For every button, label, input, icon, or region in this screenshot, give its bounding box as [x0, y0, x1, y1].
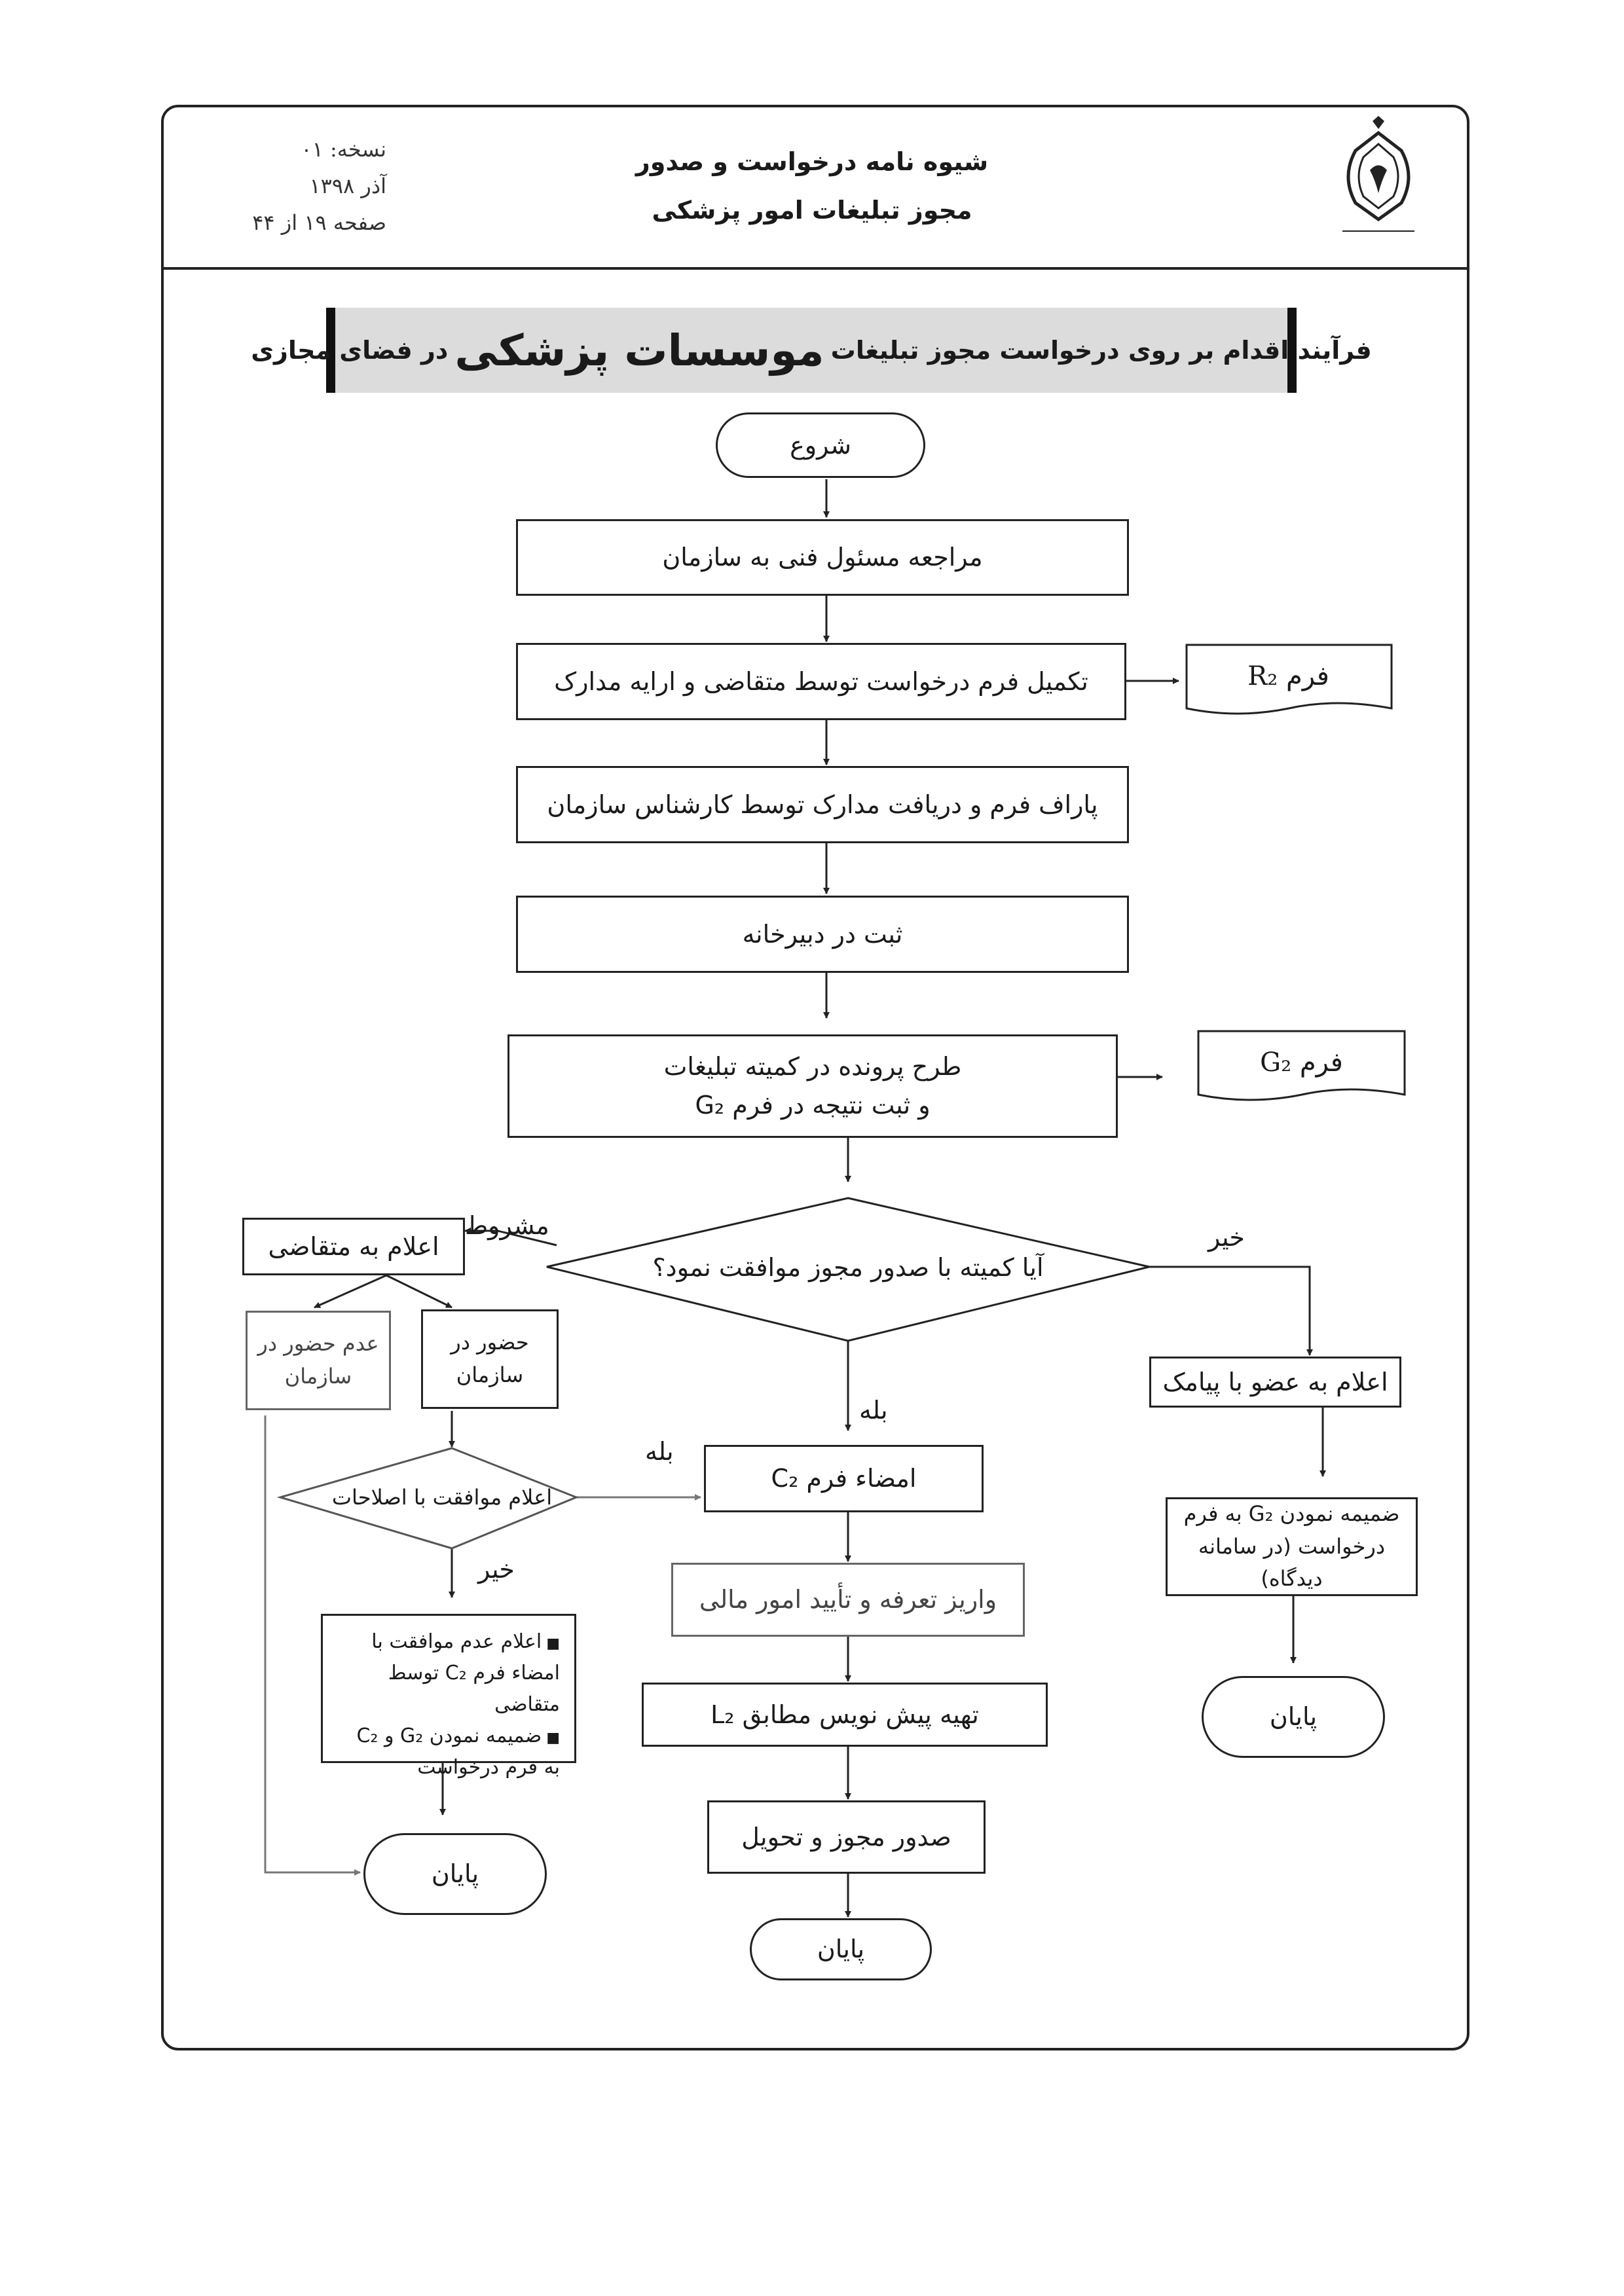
step-initial-review: پاراف فرم و دریافت مدارک توسط کارشناس سا…	[516, 766, 1129, 843]
branch-label-yes: بله	[859, 1396, 888, 1425]
end-node-center: پایان	[750, 1918, 932, 1980]
step-rejection-actions: اعلام عدم موافقت با امضاء فرم C₂ توسط مت…	[321, 1614, 576, 1779]
version-number: نسخه: ۰۱	[301, 137, 386, 162]
end-node-right-label: پایان	[1269, 1702, 1318, 1732]
end-node-left: پایان	[363, 1833, 547, 1915]
step-technical-manager-visit-label: مراجعه مسئول فنی به سازمان	[662, 543, 983, 572]
step-notify-applicant-label: اعلام به متقاضی	[268, 1231, 439, 1261]
step-notify-applicant: اعلام به متقاضی	[242, 1218, 465, 1275]
form-r2: فرم R₂	[1189, 648, 1388, 704]
step-committee-review-line-2: و ثبت نتیجه در فرم G₂	[695, 1091, 931, 1120]
start-label: شروع	[790, 430, 851, 460]
end-node-right: پایان	[1202, 1676, 1385, 1758]
step-initial-review-label: پاراف فرم و دریافت مدارک توسط کارشناس سا…	[547, 790, 1098, 819]
form-r2-label: فرم R₂	[1247, 661, 1329, 691]
title-line-1: شیوه نامه درخواست و صدور	[635, 147, 989, 176]
branch-label-conditional: مشروط	[465, 1211, 549, 1240]
title-line-2: مجوز تبلیغات امور پزشکی	[652, 196, 972, 225]
option-presence: حضور در سازمان	[421, 1309, 559, 1409]
page-frame	[161, 105, 1469, 2050]
branch-label-yes-2: بله	[645, 1437, 674, 1466]
step-sms-notify-label: اعلام به عضو با پیامک	[1162, 1367, 1388, 1396]
step-technical-manager-visit: مراجعه مسئول فنی به سازمان	[516, 519, 1129, 596]
step-committee-review: طرح پرونده در کمیته تبلیغات و ثبت نتیجه …	[507, 1034, 1118, 1138]
connector	[264, 1415, 361, 1876]
rejection-bullet-2: ضمیمه نمودن G₂ و C₂ به فرم درخواست	[337, 1721, 560, 1783]
step-issue-license-label: صدور مجوز و تحویل	[741, 1822, 951, 1851]
decision-corrections-label: اعلام موافقت با اصلاحات	[331, 1485, 553, 1510]
decision-diamond-committee	[546, 1197, 1150, 1342]
step-secretariat-registration: ثبت در دبیرخانه	[516, 896, 1129, 973]
step-sign-form-c2-label: امضاء فرم C₂	[771, 1464, 917, 1493]
decision-committee-label: آیا کمیته با صدور مجوز موافقت نمود؟	[652, 1253, 1044, 1282]
process-title-banner: فرآیند اقدام بر روی درخواست مجوز تبلیغات…	[251, 308, 1372, 393]
step-sms-notify: اعلام به عضو با پیامک	[1149, 1357, 1401, 1408]
option-absence: عدم حضور در سازمان	[246, 1311, 391, 1410]
decision-committee: آیا کمیته با صدور مجوز موافقت نمود؟	[589, 1244, 1107, 1291]
form-r2-shape	[1185, 644, 1393, 715]
connector	[1146, 1266, 1313, 1356]
step-payment-approval: واریز تعرفه و تأیید امور مالی	[671, 1563, 1025, 1637]
step-payment-approval-label: واریز تعرفه و تأیید امور مالی	[699, 1585, 997, 1614]
form-g2-label: فرم G₂	[1260, 1047, 1343, 1078]
rejection-bullet-1: اعلام عدم موافقت با امضاء فرم C₂ توسط مت…	[337, 1626, 560, 1721]
form-g2: فرم G₂	[1202, 1034, 1401, 1090]
connector	[464, 1228, 557, 1247]
step-complete-request-form-label: تکمیل فرم درخواست توسط متقاضی و ارایه مد…	[554, 666, 1088, 696]
step-sign-form-c2: امضاء فرم C₂	[704, 1445, 984, 1512]
issue-date: آذر ۱۳۹۸	[309, 173, 386, 198]
step-secretariat-registration-label: ثبت در دبیرخانه	[742, 919, 903, 949]
step-draft-l2: تهیه پیش نویس مطابق L₂	[642, 1683, 1048, 1747]
form-g2-shape	[1197, 1030, 1406, 1101]
start-node: شروع	[716, 412, 925, 478]
connector	[386, 1274, 452, 1309]
process-title-suffix: در فضای مجازی	[251, 336, 449, 365]
option-presence-label: حضور در سازمان	[451, 1330, 529, 1387]
step-attach-g2: ضمیمه نمودن G₂ به فرم درخواست (در سامانه…	[1166, 1497, 1418, 1596]
process-title-prefix: فرآیند اقدام بر روی درخواست مجوز تبلیغات	[830, 336, 1372, 365]
step-attach-g2-label: ضمیمه نمودن G₂ به فرم درخواست (در سامانه…	[1183, 1501, 1400, 1592]
step-committee-review-line-1: طرح پرونده در کمیته تبلیغات	[663, 1052, 962, 1082]
decision-corrections: اعلام موافقت با اصلاحات	[311, 1480, 573, 1516]
process-title-emphasis: موسسات پزشکی	[454, 325, 824, 376]
step-draft-l2-label: تهیه پیش نویس مطابق L₂	[710, 1700, 979, 1729]
connector	[314, 1274, 387, 1309]
header-divider	[161, 267, 1469, 270]
organization-logo-icon	[1329, 115, 1428, 246]
step-complete-request-form: تکمیل فرم درخواست توسط متقاضی و ارایه مد…	[516, 643, 1126, 720]
branch-label-no: خیر	[1208, 1223, 1245, 1252]
decision-diamond-corrections	[276, 1447, 580, 1550]
step-issue-license: صدور مجوز و تحویل	[707, 1800, 986, 1874]
option-absence-label: عدم حضور در سازمان	[257, 1331, 379, 1389]
end-node-center-label: پایان	[817, 1935, 865, 1964]
end-node-left-label: پایان	[431, 1859, 479, 1889]
document-meta: نسخه: ۰۱ آذر ۱۳۹۸ صفحه ۱۹ از ۴۴	[190, 131, 386, 241]
document-title: شیوه نامه درخواست و صدور مجوز تبلیغات ام…	[563, 137, 1061, 234]
page-number: صفحه ۱۹ از ۴۴	[252, 210, 386, 235]
branch-label-no-2: خیر	[478, 1555, 515, 1584]
